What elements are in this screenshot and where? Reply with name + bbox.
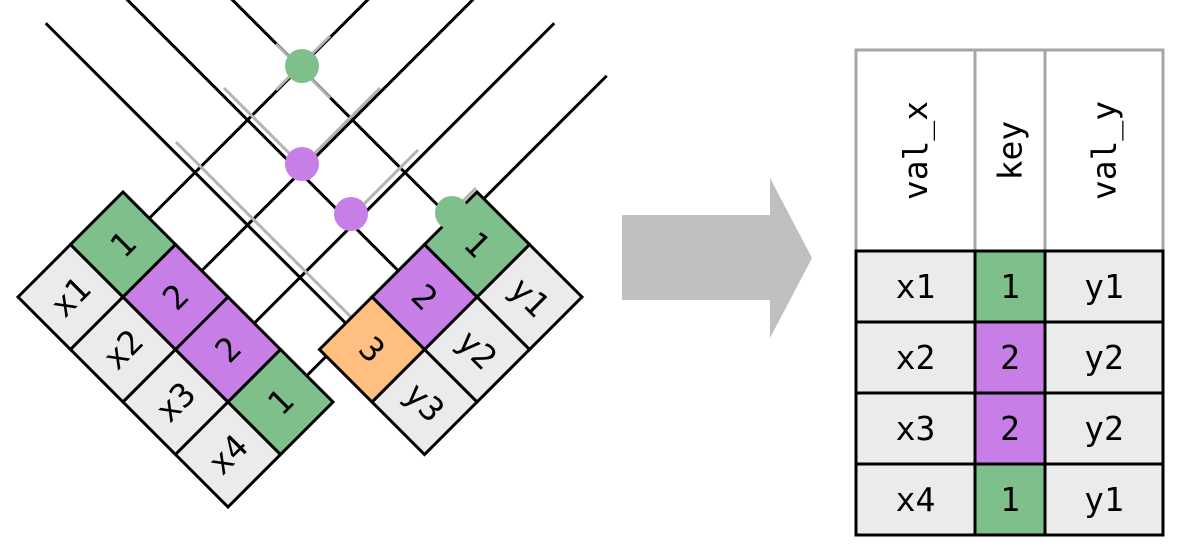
result-cell	[1043, 462, 1165, 537]
result-cell-label: y1	[1084, 480, 1124, 519]
result-cell-label: 2	[1000, 409, 1020, 448]
result-cell-label: x2	[896, 338, 936, 377]
result-cell-label: 1	[1000, 480, 1020, 519]
right-key-cell	[317, 294, 427, 405]
arrow-icon	[622, 178, 812, 338]
result-cell	[854, 462, 977, 537]
result-cell-label: y1	[1084, 267, 1124, 306]
result-cell-label: x3	[896, 409, 936, 448]
header-label: val_x	[896, 101, 936, 200]
result-cell-label: x4	[896, 480, 936, 519]
result-table: val_x key val_y x1 1 y1 x2 2 y2 x3 2 y2 x4 1 y1	[854, 48, 1165, 537]
unmatched-line	[300, 86, 382, 168]
match-dot	[435, 196, 469, 230]
match-dot	[285, 49, 319, 83]
right-row-line	[44, 22, 347, 325]
result-cell-label: 2	[1000, 338, 1020, 377]
header-cell	[854, 48, 977, 253]
match-dot	[334, 197, 368, 231]
left-key-cell	[225, 347, 336, 457]
unmatched-line	[222, 86, 304, 168]
header-label: val_y	[1085, 101, 1125, 200]
right-row-line	[230, 0, 452, 220]
result-cell-label: 1	[1000, 267, 1020, 306]
result-cell	[973, 320, 1047, 395]
result-cell-label: y2	[1084, 338, 1124, 377]
result-cell	[1043, 320, 1165, 395]
match-points	[285, 49, 469, 231]
result-cell	[854, 249, 977, 324]
result-cell-label: y2	[1084, 409, 1124, 448]
match-dot	[285, 147, 319, 181]
header-label: key	[991, 121, 1030, 181]
result-cell-label: x1	[896, 267, 936, 306]
left-row-line	[148, 0, 370, 220]
result-cell	[973, 249, 1047, 324]
unmatched-line	[174, 140, 353, 319]
